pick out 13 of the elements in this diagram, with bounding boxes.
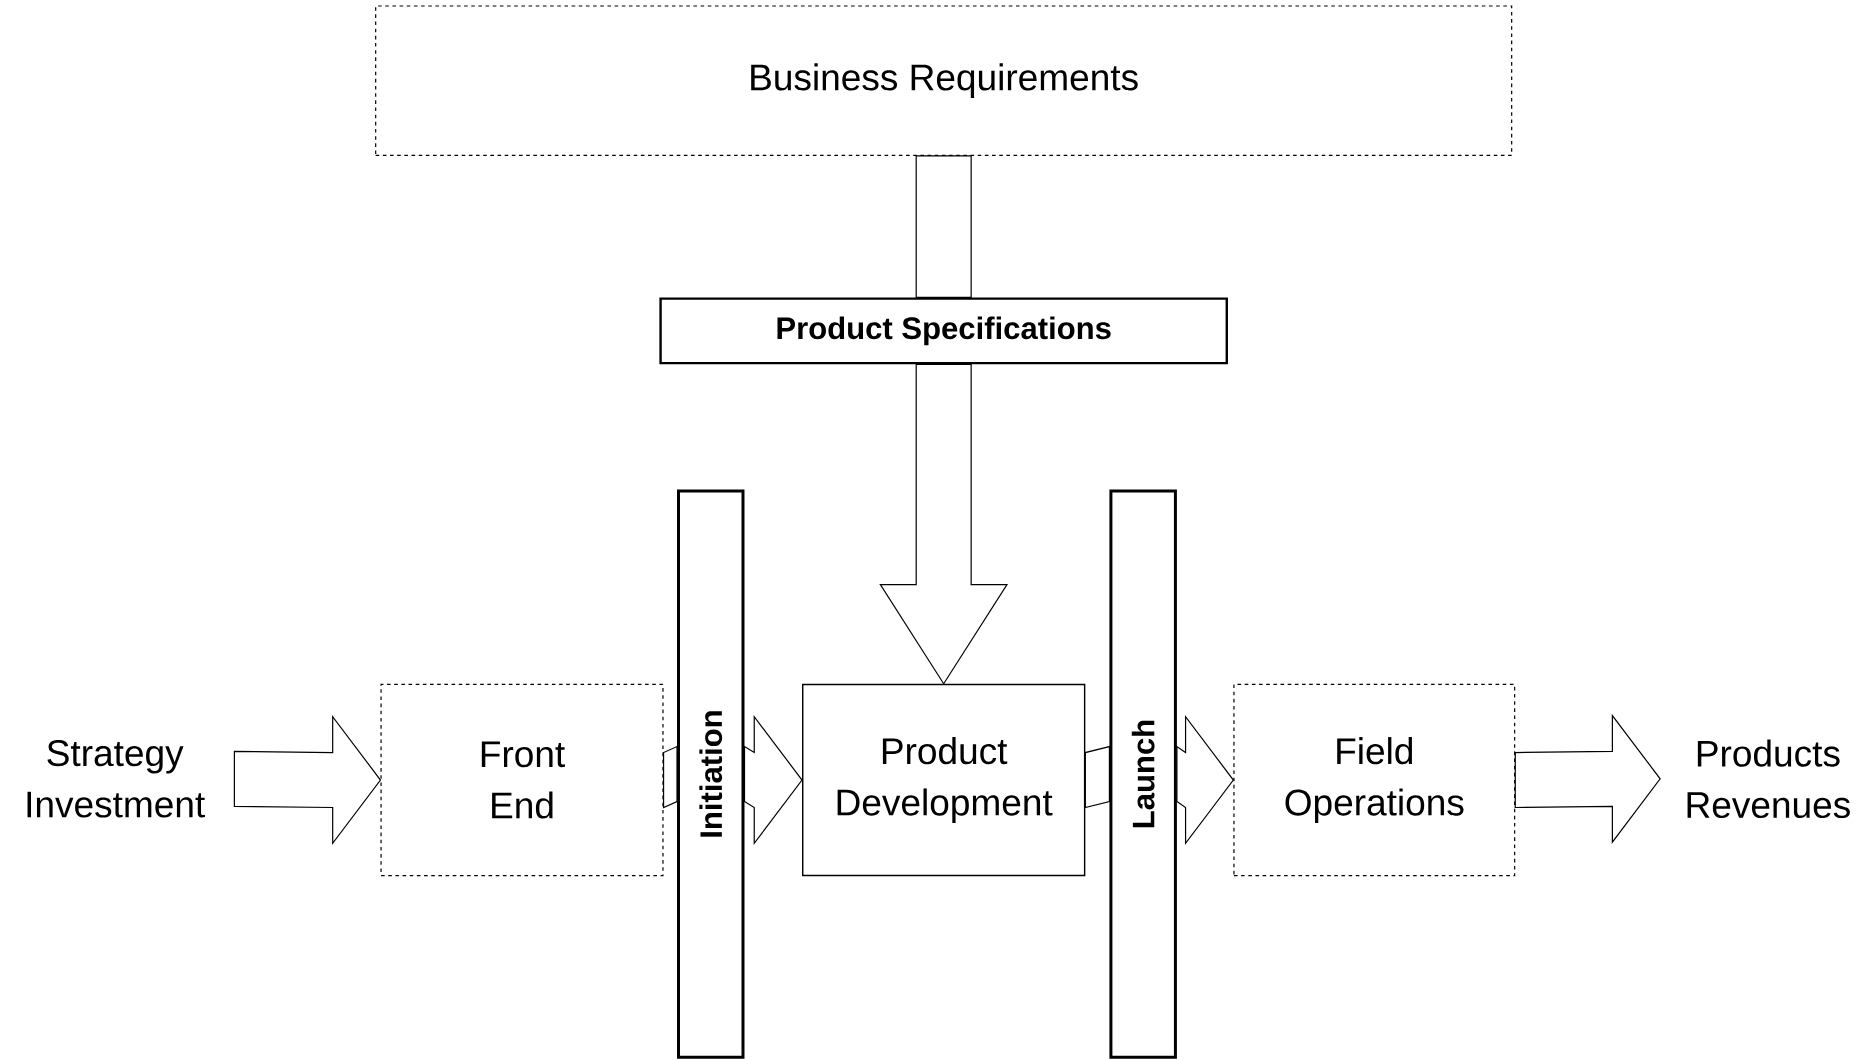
- process-box: Front End: [380, 684, 664, 877]
- block-arrow: [233, 715, 382, 846]
- block-arrow: [879, 363, 1009, 686]
- process-box: Field Operations: [1233, 684, 1516, 877]
- text-label: Strategy Investment: [27, 740, 205, 818]
- text-label: Products Revenues: [1687, 739, 1850, 819]
- block-arrow: [1084, 746, 1110, 809]
- block-arrow: [1514, 714, 1661, 845]
- block-arrow: [743, 715, 803, 846]
- block-arrow: [915, 155, 972, 299]
- block-arrow: [1176, 715, 1235, 846]
- process-box: Business Requirements: [375, 5, 1513, 157]
- process-box: Product Development: [802, 684, 1086, 877]
